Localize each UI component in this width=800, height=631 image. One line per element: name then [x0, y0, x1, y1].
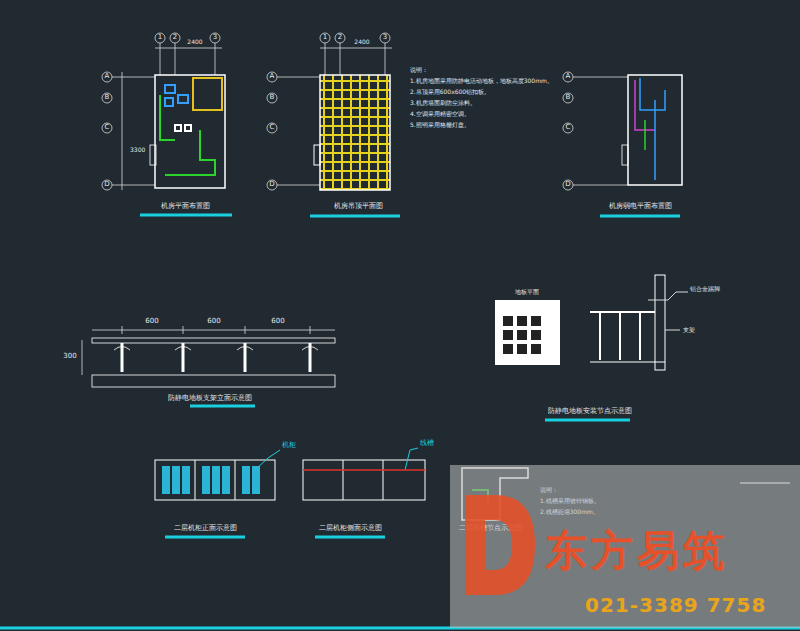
drawing-label: 300 — [63, 353, 76, 361]
drawing-label: 600 — [271, 318, 284, 326]
drawing-label: 2 — [173, 34, 177, 42]
logo-shape — [465, 495, 535, 595]
drawing-label: 说明： — [410, 67, 428, 74]
drawing-label: 地板平面 — [515, 289, 539, 296]
drawing-label: B — [105, 94, 110, 102]
drawing-label: 3300 — [130, 147, 145, 154]
drawing-label: 线槽 — [420, 440, 434, 448]
drawing-label: 1.机房地面采用防静电活动地板，地板高度300mm。 — [410, 78, 553, 85]
drawing-label: 600 — [207, 318, 220, 326]
drawing-label: 机房吊顶平面图 — [334, 203, 383, 211]
drawing-label: 3 — [383, 34, 387, 42]
drawing-label: 1 — [158, 34, 162, 42]
drawing-label: 2400 — [354, 39, 369, 46]
drawing-label: 3 — [213, 34, 217, 42]
drawing-label: B — [566, 94, 571, 102]
drawing-label: 防静电地板安装节点示意图 — [548, 408, 632, 416]
drawing-label: 防静电地板支架立面示意图 — [168, 395, 252, 403]
watermark-panel: 东方易筑 021-3389 7758 — [450, 465, 800, 628]
drawing-label: B — [270, 94, 275, 102]
drawing-label: C — [105, 124, 110, 132]
drawing-label: 二层机柜正面示意图 — [174, 525, 237, 533]
drawing-label: 2400 — [187, 39, 202, 46]
watermark-phone: 021-3389 7758 — [585, 593, 766, 617]
drawing-label: 机房弱电平面布置图 — [609, 203, 672, 211]
drawing-label: A — [105, 73, 110, 81]
drawing-label: 二层机柜侧面示意图 — [319, 525, 382, 533]
drawing-label: A — [270, 73, 275, 81]
drawing-label: D — [565, 181, 570, 189]
drawing-label: 600 — [145, 318, 158, 326]
drawing-label: D — [104, 181, 109, 189]
drawing-label: 5.照明采用格栅灯盘。 — [410, 122, 470, 129]
drawing-label: D — [269, 181, 274, 189]
drawing-label: 支架 — [683, 327, 695, 334]
drawing-label: C — [270, 124, 275, 132]
watermark-brand: 东方易筑 — [545, 523, 729, 579]
drawing-label: 2.吊顶采用600x600铝扣板。 — [410, 89, 490, 96]
drawing-label: 4.空调采用精密空调。 — [410, 111, 470, 118]
drawing-label: 铝合金踢脚 — [690, 286, 720, 293]
drawing-label: 机房平面布置图 — [161, 203, 210, 211]
drawing-label: C — [566, 124, 571, 132]
logo-mark — [450, 475, 540, 615]
drawing-label: 2 — [338, 34, 342, 42]
drawing-label: A — [566, 73, 571, 81]
drawing-label: 机柜 — [282, 442, 296, 450]
drawing-label: 3.机房墙面刷防尘涂料。 — [410, 100, 476, 107]
drawing-label: 1 — [323, 34, 327, 42]
